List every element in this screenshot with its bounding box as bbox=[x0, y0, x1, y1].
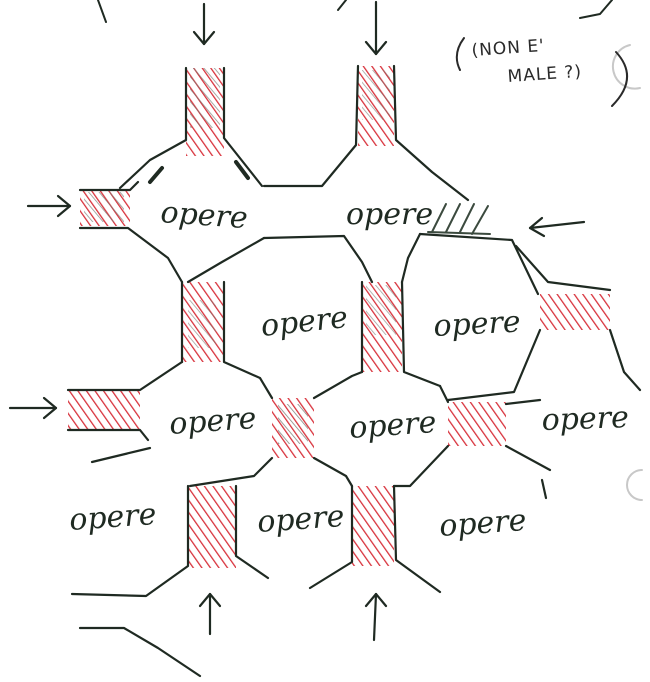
note-line-2: MALE ?) bbox=[507, 62, 583, 87]
passage-mid-center bbox=[362, 282, 402, 372]
arrow-right-left-mid bbox=[10, 398, 56, 418]
room-label-lower-left: opere bbox=[168, 401, 257, 442]
room-label-top-left: opere bbox=[159, 195, 248, 236]
room-label-top-center: opere bbox=[346, 197, 433, 232]
room-label-bottom-left: opere bbox=[68, 497, 157, 538]
passage-bottom-left bbox=[188, 486, 236, 568]
arrow-up-bottom-left bbox=[200, 594, 220, 634]
passage-right-mid bbox=[540, 294, 610, 330]
wall-lines bbox=[68, 66, 640, 676]
passage-top-left bbox=[186, 68, 224, 156]
room-label-bottom-center: opere bbox=[256, 499, 345, 540]
handwritten-note: (NON E' MALE ?) bbox=[457, 36, 627, 106]
passage-left-row2 bbox=[68, 390, 140, 430]
room-label-lower-right: opere bbox=[541, 400, 629, 438]
top-edge-marks bbox=[98, 0, 612, 22]
arrow-down-top-left bbox=[194, 4, 214, 44]
room-label-lower-center: opere bbox=[348, 405, 437, 446]
passage-mid-left bbox=[182, 282, 224, 362]
arrow-up-bottom-center bbox=[366, 594, 386, 640]
arrow-left-right-top bbox=[530, 218, 584, 236]
room-label-mid-right: opere bbox=[433, 304, 522, 344]
passage-top-center bbox=[358, 66, 394, 146]
room-label-bottom-right: opere bbox=[438, 503, 527, 544]
note-line-1: (NON E' bbox=[471, 36, 545, 61]
hole-punch-bottom bbox=[627, 470, 642, 500]
passage-left-row1 bbox=[80, 190, 130, 226]
passage-center-small bbox=[272, 398, 314, 458]
room-label-mid-left: opere bbox=[259, 300, 349, 344]
passage-center-right-mark bbox=[428, 204, 490, 234]
passage-bottom-center bbox=[352, 486, 394, 566]
passage-right-row2 bbox=[448, 402, 506, 446]
arrow-down-top-center bbox=[366, 2, 386, 54]
arrow-right-left-top bbox=[28, 196, 70, 216]
